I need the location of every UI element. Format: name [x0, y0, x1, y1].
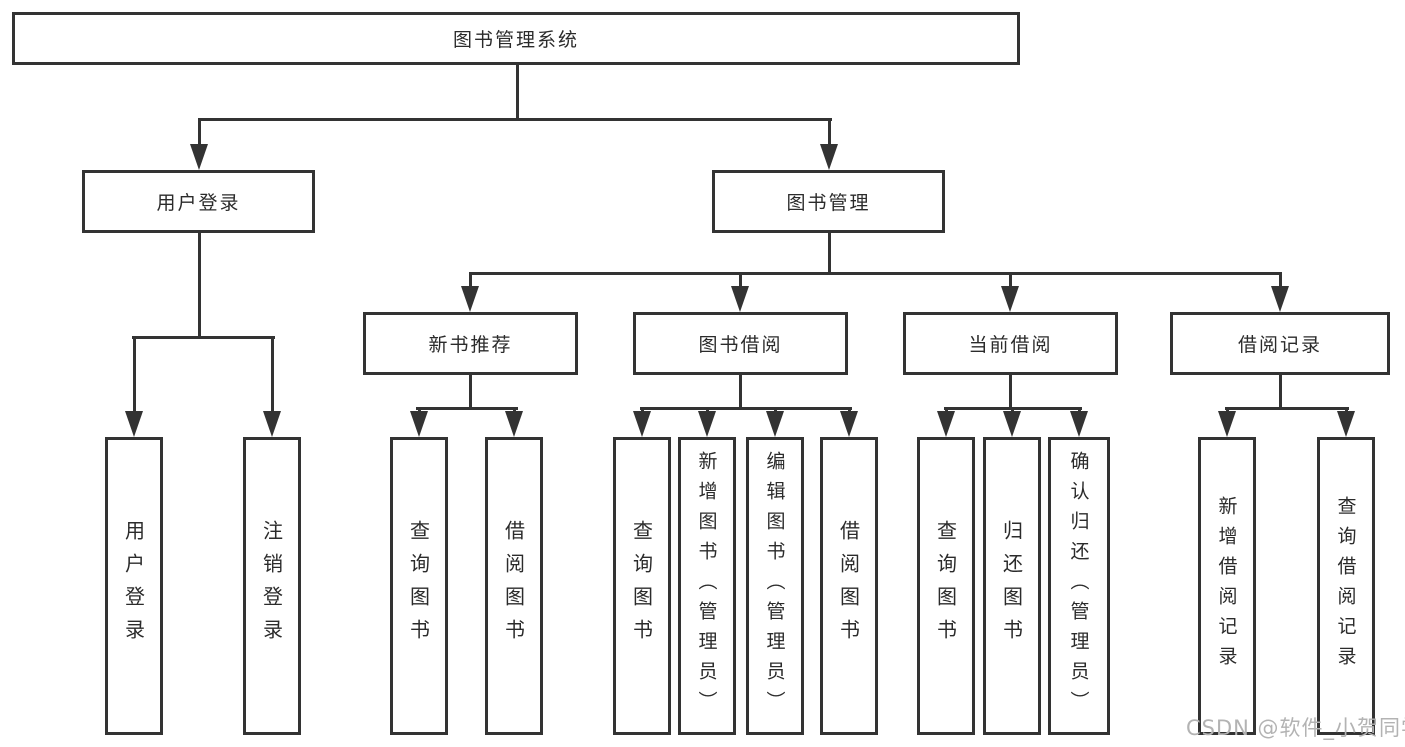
leaf-confirm-return-admin: 确认归还（管理员） — [1048, 437, 1110, 735]
arrowhead-g2-edit — [766, 411, 784, 437]
leaf-label: 查询图书 — [629, 520, 654, 652]
arrowhead-book-mgmt — [820, 144, 838, 170]
connector-root-stem — [516, 65, 519, 118]
leaf-query-books-borrowing: 查询图书 — [613, 437, 671, 735]
connector-drop-current — [1009, 272, 1012, 288]
connector-current-stem — [1009, 375, 1012, 409]
arrowhead-g3-confirm — [1070, 411, 1088, 437]
connector-records-hline — [1225, 407, 1349, 410]
connector-drop-book-mgmt — [828, 118, 831, 148]
node-label: 当前借阅 — [968, 334, 1053, 356]
connector-records-stem — [1279, 375, 1282, 409]
connector-drop-leaf-logout — [271, 336, 274, 413]
leaf-return-books: 归还图书 — [983, 437, 1041, 735]
leaf-label: 借阅图书 — [501, 520, 526, 652]
connector-bookmgmt-stem — [828, 233, 831, 275]
connector-borrowing-hline — [640, 407, 852, 410]
connector-level1-hline — [198, 118, 832, 121]
leaf-label: 查询图书 — [933, 520, 958, 652]
node-label: 图书管理 — [786, 192, 871, 214]
node-label: 图书管理系统 — [452, 29, 579, 51]
leaf-label: 借阅图书 — [836, 520, 861, 652]
arrowhead-g2-query — [633, 411, 651, 437]
arrowhead-g1-query — [410, 411, 428, 437]
connector-borrowing-stem — [739, 375, 742, 409]
leaf-label: 查询借阅记录 — [1334, 496, 1357, 676]
leaf-label: 新增图书（管理员） — [695, 451, 718, 721]
node-library-management-system: 图书管理系统 — [12, 12, 1020, 65]
connector-drop-user-login — [198, 118, 201, 148]
leaf-borrow-books: 借阅图书 — [820, 437, 878, 735]
leaf-label: 归还图书 — [999, 520, 1024, 652]
connector-userlogin-stem — [198, 233, 201, 336]
connector-drop-borrowing — [739, 272, 742, 288]
leaf-user-login: 用户登录 — [105, 437, 163, 735]
leaf-add-borrow-record: 新增借阅记录 — [1198, 437, 1256, 735]
leaf-edit-book-admin: 编辑图书（管理员） — [746, 437, 804, 735]
connector-drop-newbook — [469, 272, 472, 288]
arrowhead-newbook — [461, 286, 479, 312]
leaf-query-books-current: 查询图书 — [917, 437, 975, 735]
node-new-book-recommendation: 新书推荐 — [363, 312, 578, 375]
connector-newbook-stem — [469, 375, 472, 409]
arrowhead-records — [1271, 286, 1289, 312]
arrowhead-leaf-login — [125, 411, 143, 437]
connector-drop-leaf-login — [133, 336, 136, 413]
arrowhead-g1-borrow — [505, 411, 523, 437]
arrowhead-g2-borrow — [840, 411, 858, 437]
node-current-borrowing: 当前借阅 — [903, 312, 1118, 375]
connector-bookmgmt-hline — [469, 272, 1282, 275]
connector-userlogin-hline — [132, 336, 275, 339]
leaf-label: 新增借阅记录 — [1215, 496, 1238, 676]
csdn-watermark: CSDN @软件_小贺同学 — [1186, 716, 1405, 740]
arrowhead-user-login — [190, 144, 208, 170]
leaf-logout: 注销登录 — [243, 437, 301, 735]
node-borrowing-records: 借阅记录 — [1170, 312, 1390, 375]
arrowhead-leaf-logout — [263, 411, 281, 437]
node-label: 借阅记录 — [1237, 334, 1322, 356]
node-book-management: 图书管理 — [712, 170, 945, 233]
arrowhead-g3-return — [1003, 411, 1021, 437]
leaf-label: 用户登录 — [121, 520, 146, 652]
leaf-label: 确认归还（管理员） — [1067, 451, 1090, 721]
connector-newbook-hline — [416, 407, 518, 410]
node-label: 新书推荐 — [428, 334, 513, 356]
arrowhead-g3-query — [937, 411, 955, 437]
leaf-query-books-recommendation: 查询图书 — [390, 437, 448, 735]
leaf-label: 注销登录 — [259, 520, 284, 652]
leaf-label: 查询图书 — [406, 520, 431, 652]
leaf-add-book-admin: 新增图书（管理员） — [678, 437, 736, 735]
node-label: 用户登录 — [156, 192, 241, 214]
arrowhead-borrowing — [731, 286, 749, 312]
node-label: 图书借阅 — [698, 334, 783, 356]
leaf-query-borrow-record: 查询借阅记录 — [1317, 437, 1375, 735]
leaf-label: 编辑图书（管理员） — [763, 451, 786, 721]
connector-drop-records — [1279, 272, 1282, 288]
leaf-borrow-books-recommendation: 借阅图书 — [485, 437, 543, 735]
node-book-borrowing: 图书借阅 — [633, 312, 848, 375]
arrowhead-current — [1001, 286, 1019, 312]
node-user-login: 用户登录 — [82, 170, 315, 233]
arrowhead-g2-add — [698, 411, 716, 437]
arrowhead-g4-query — [1337, 411, 1355, 437]
arrowhead-g4-add — [1218, 411, 1236, 437]
